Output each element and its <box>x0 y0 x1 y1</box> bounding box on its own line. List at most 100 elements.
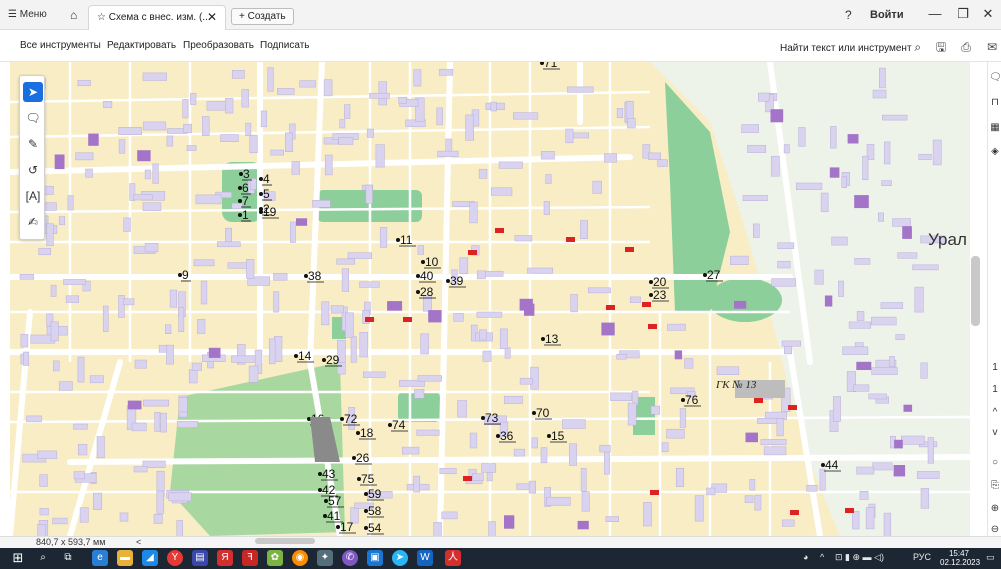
app-icon-1[interactable]: ◢ <box>142 550 158 566</box>
yandex-icon[interactable]: Я <box>217 550 233 566</box>
app-icon-3[interactable]: ✿ <box>267 550 283 566</box>
building <box>231 355 257 363</box>
print-icon[interactable]: ⎙ <box>961 40 971 54</box>
task-view-icon[interactable]: ⧉ <box>64 552 72 563</box>
building <box>490 101 497 112</box>
word-icon[interactable]: W <box>417 550 433 566</box>
building <box>604 448 610 475</box>
menu-button[interactable]: ☰ Меню <box>8 6 47 24</box>
document-tab[interactable]: ☆ Схема с внес. изм. (... ✕ <box>88 5 226 30</box>
building <box>363 371 386 378</box>
building <box>856 466 875 475</box>
mail-icon[interactable]: ✉ <box>986 40 998 54</box>
building <box>133 466 148 473</box>
app-icon-2[interactable]: ꟻ <box>242 550 258 566</box>
building <box>118 295 125 318</box>
calculator-icon[interactable]: ▤ <box>192 550 208 566</box>
lasso-icon[interactable]: ↺ <box>27 163 39 177</box>
export-icon[interactable]: ⎘ <box>991 480 999 491</box>
sign-menu[interactable]: Подписать <box>260 40 310 51</box>
minimize-icon[interactable]: — <box>928 6 942 21</box>
building <box>499 328 508 350</box>
acrobat-icon[interactable]: 人 <box>445 550 461 566</box>
map-view[interactable]: 7134657211911109384039282027231314297616… <box>10 62 970 536</box>
windows-start-icon[interactable]: ⊞ <box>12 550 24 565</box>
layers-icon[interactable]: ◈ <box>991 146 999 157</box>
new-tab-button[interactable]: + Создать <box>231 8 294 25</box>
point-marker-label: 75 <box>361 472 375 486</box>
explorer-icon[interactable]: ▬ <box>117 550 133 566</box>
zoom-out-icon[interactable]: ⊖ <box>990 524 1000 535</box>
notification-icon[interactable]: ▭ <box>986 552 995 562</box>
search-taskbar-icon[interactable]: ⌕ <box>40 552 46 563</box>
building <box>514 235 533 242</box>
point-marker-dot <box>259 177 263 181</box>
bookmark-icon[interactable]: ⊓ <box>991 97 999 108</box>
telegram-icon[interactable]: ➤ <box>392 550 408 566</box>
building <box>451 269 458 285</box>
zoom-in-icon[interactable]: ⊕ <box>990 503 1000 514</box>
comment-icon[interactable]: 🗨 <box>25 111 41 125</box>
building <box>734 300 747 309</box>
vertical-scrollbar[interactable] <box>971 256 980 326</box>
building <box>220 134 239 142</box>
building <box>323 79 333 97</box>
chevron-up-icon[interactable]: ^ <box>992 407 998 418</box>
city-map: 7134657211911109384039282027231314297616… <box>10 62 970 536</box>
cursor-icon[interactable]: ➤ <box>23 82 43 102</box>
building <box>166 135 174 147</box>
edge-icon[interactable]: e <box>92 550 108 566</box>
convert-menu[interactable]: Преобразовать <box>183 40 254 51</box>
app-icon-4[interactable]: ▣ <box>367 550 383 566</box>
yandex-browser-icon[interactable]: Y <box>167 550 183 566</box>
vehicle-marker <box>790 510 799 515</box>
language-indicator[interactable]: РУС <box>913 552 932 562</box>
star-icon[interactable]: ☆ <box>97 12 106 23</box>
building <box>344 104 351 119</box>
stamp-icon[interactable]: ✍ <box>27 215 39 229</box>
thumbnails-icon[interactable]: ▦ <box>990 122 1000 133</box>
viber-icon[interactable]: ✆ <box>342 550 358 566</box>
building <box>445 138 453 152</box>
page-number-icon[interactable]: 1 <box>992 362 998 373</box>
tray-app-icon[interactable]: ◕ <box>803 552 809 562</box>
window-close-icon[interactable]: ✕ <box>982 6 994 21</box>
building <box>781 340 801 347</box>
close-icon[interactable]: ✕ <box>206 10 217 24</box>
find-tool[interactable]: Найти текст или инструмент ⌕ <box>780 40 922 54</box>
help-icon[interactable]: ? <box>845 8 852 22</box>
tray-chevron-icon[interactable]: ^ <box>820 552 825 562</box>
clock[interactable]: 15:47 02.12.2023 <box>940 549 981 567</box>
chevron-down-icon[interactable]: v <box>992 427 998 438</box>
paint-icon[interactable]: ✦ <box>317 550 333 566</box>
save-icon[interactable]: 🖫 <box>935 40 947 54</box>
text-select-icon[interactable]: [A] <box>25 189 41 203</box>
refresh-icon[interactable]: ○ <box>991 457 999 468</box>
point-marker-label: 70 <box>536 406 550 420</box>
building <box>469 432 478 449</box>
horizontal-scrollbar[interactable] <box>255 538 315 544</box>
building <box>716 366 740 375</box>
building <box>67 195 74 211</box>
home-icon[interactable]: ⌂ <box>70 8 78 22</box>
building <box>760 439 787 446</box>
tray-icons[interactable]: ⊡ ▮ ⊕ ▬ ◁) <box>835 552 884 562</box>
building <box>270 149 284 156</box>
building <box>528 480 536 494</box>
comments-panel-icon[interactable]: 🗨 <box>989 72 1001 83</box>
pen-icon[interactable]: ✎ <box>27 137 39 151</box>
scroll-left-icon[interactable]: < <box>135 537 142 547</box>
point-marker-dot <box>178 273 182 277</box>
building <box>208 347 221 358</box>
all-tools-menu[interactable]: Все инструменты <box>20 40 101 51</box>
building <box>416 429 440 436</box>
chrome-icon[interactable]: ◉ <box>292 550 308 566</box>
building <box>806 484 818 492</box>
point-marker-label: 17 <box>340 520 354 534</box>
edit-menu[interactable]: Редактировать <box>107 40 177 51</box>
building <box>580 468 587 492</box>
building <box>540 447 548 464</box>
maximize-icon[interactable]: ❐ <box>957 6 969 21</box>
building <box>820 192 829 213</box>
login-button[interactable]: Войти <box>870 9 904 21</box>
